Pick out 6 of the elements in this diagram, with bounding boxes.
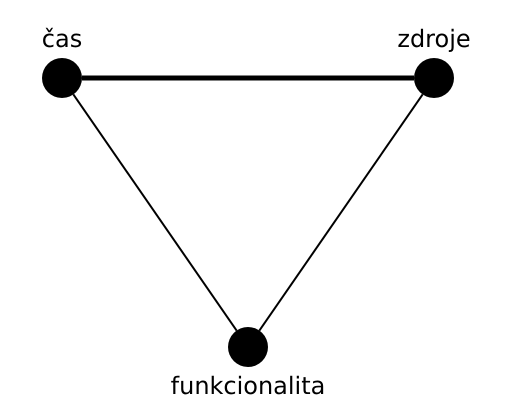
connector-line	[258, 94, 424, 332]
connector-line	[82, 76, 414, 80]
connector-line	[72, 94, 238, 332]
point-label: čas	[42, 24, 82, 54]
point-label: funkcionalita	[170, 371, 326, 401]
point-label: zdroje	[397, 24, 471, 54]
